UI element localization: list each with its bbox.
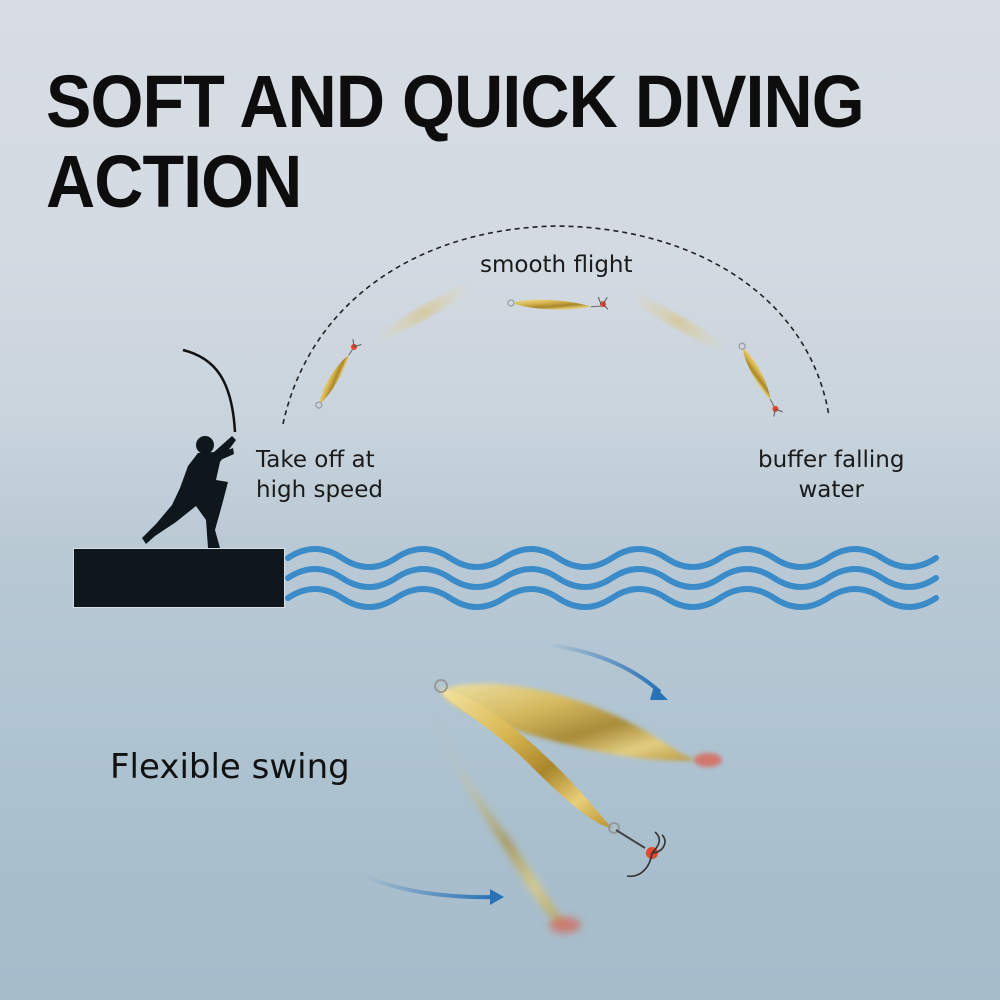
swing-arrow-top-icon bbox=[547, 643, 668, 700]
headline: SOFT AND QUICK DIVING ACTION bbox=[46, 60, 865, 223]
label-buffer-line-1: buffer falling bbox=[758, 447, 905, 473]
lure-apex-icon bbox=[507, 296, 609, 310]
label-take-off-line-2: high speed bbox=[256, 477, 383, 503]
lure-motion-blur-icon bbox=[380, 286, 468, 339]
angler-silhouette-icon bbox=[142, 348, 237, 548]
label-buffer-line-2: water bbox=[798, 477, 864, 503]
lure-swing-blur-right-icon bbox=[440, 683, 722, 767]
label-take-off-line-1: Take off at bbox=[256, 447, 375, 473]
lure-swing-blur-left-icon bbox=[430, 700, 581, 933]
lure-descending-icon bbox=[738, 342, 783, 417]
water-waves-icon bbox=[285, 546, 939, 610]
label-flexible-swing: Flexible swing bbox=[110, 747, 350, 787]
label-take-off: Take off at high speed bbox=[256, 445, 383, 505]
lure-takeoff-icon bbox=[315, 339, 362, 409]
label-smooth-flight: smooth flight bbox=[480, 250, 633, 280]
flight-arc bbox=[282, 225, 830, 425]
headline-line-1: SOFT AND QUICK DIVING bbox=[46, 60, 865, 143]
headline-line-2: ACTION bbox=[46, 140, 302, 223]
pier bbox=[73, 548, 285, 608]
swing-arrow-bottom-icon bbox=[364, 874, 504, 905]
lure-swing-main-icon bbox=[434, 679, 666, 878]
label-buffer-falling: buffer falling water bbox=[758, 445, 904, 505]
lure-motion-blur-icon bbox=[633, 295, 725, 350]
label-smooth-flight-text: smooth flight bbox=[480, 252, 633, 278]
